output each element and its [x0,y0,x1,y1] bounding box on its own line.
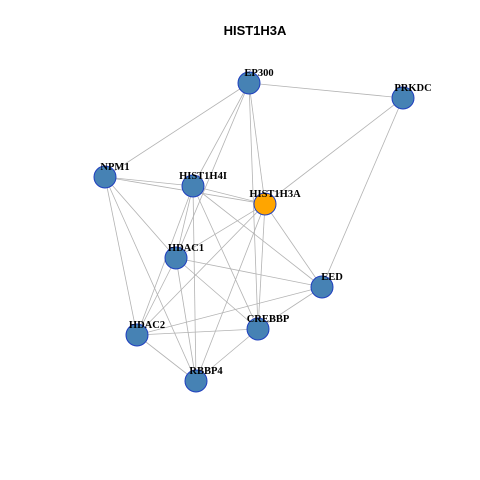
edge-hdac1-rbbp4 [175,257,197,382]
edge-hist1h4i-rbbp4 [192,185,197,382]
edge-eed-crebbp [257,286,323,330]
node-prkdc [391,86,415,110]
edge-hdac1-eed [175,257,323,288]
node-label-hdac2: HDAC2 [129,320,165,331]
node-label-hdac1: HDAC1 [168,243,204,254]
edge-ep300-crebbp [248,82,259,330]
node-eed [310,275,334,299]
node-ep300 [237,71,261,95]
node-npm1 [93,165,117,189]
edge-hist1h4i-crebbp [192,185,259,330]
edge-hist1h4i-hist1h3a [192,185,266,205]
edge-ep300-hist1h4i [192,82,250,187]
edge-prkdc-eed [321,97,404,288]
edge-layer [104,82,404,382]
edge-crebbp-rbbp4 [195,328,259,382]
node-crebbp [246,317,270,341]
edge-npm1-rbbp4 [104,176,197,382]
node-label-rbbp4: RBBP4 [189,366,223,377]
edge-hist1h3a-crebbp [257,203,266,330]
edge-hdac1-hdac2 [136,257,177,336]
node-hdac2 [125,323,149,347]
node-label-crebbp: CREBBP [247,314,290,325]
edge-ep300-npm1 [104,82,250,178]
node-layer [93,71,415,393]
edge-npm1-hdac1 [104,176,177,259]
node-label-hist1h4i: HIST1H4I [179,171,227,182]
edge-hist1h4i-eed [192,185,323,288]
node-label-eed: EED [321,272,343,283]
edge-hdac1-crebbp [175,257,259,330]
node-hist1h4i [181,174,205,198]
edge-hist1h3a-rbbp4 [195,203,266,382]
node-label-ep300: EP300 [244,68,273,79]
edge-ep300-hdac1 [175,82,250,259]
edge-hist1h4i-hdac1 [175,185,194,259]
edge-ep300-hist1h3a [248,82,266,205]
edge-npm1-hdac2 [104,176,138,336]
edge-prkdc-hist1h3a [264,97,404,205]
edge-ep300-prkdc [248,82,404,99]
node-rbbp4 [184,369,208,393]
edge-hdac2-crebbp [136,328,259,336]
edge-hist1h3a-eed [264,203,323,288]
node-label-prkdc: PRKDC [394,83,431,94]
graph-title: HIST1H3A [224,23,287,38]
edge-hdac2-rbbp4 [136,334,197,382]
node-label-npm1: NPM1 [100,162,129,173]
edge-hist1h3a-hdac2 [136,203,266,336]
edge-eed-hdac2 [136,286,323,336]
node-label-hist1h3a: HIST1H3A [249,189,301,200]
node-hdac1 [164,246,188,270]
node-hist1h3a [253,192,277,216]
edge-hist1h3a-hdac1 [175,203,266,259]
edge-npm1-hist1h4i [104,176,194,187]
